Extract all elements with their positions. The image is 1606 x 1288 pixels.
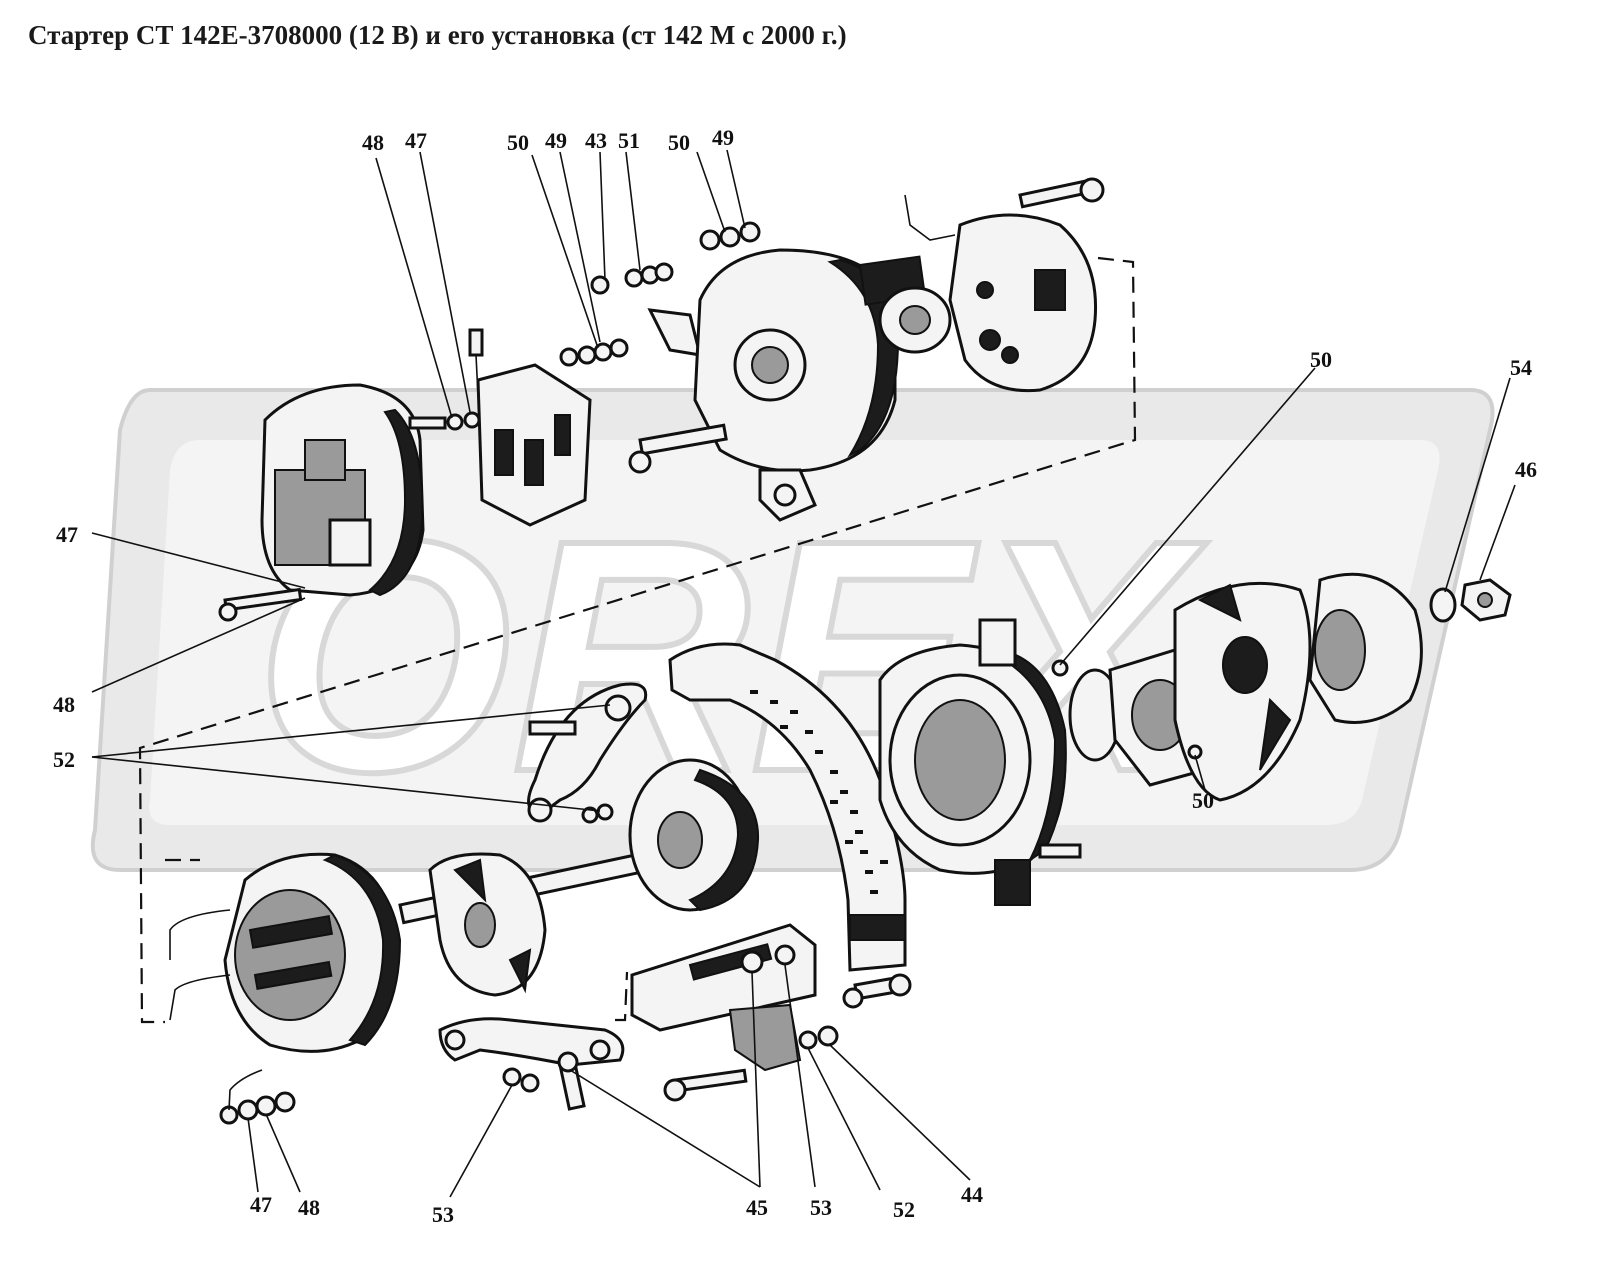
drive-end-shield: [628, 248, 900, 522]
callout-48-top: 48: [362, 130, 384, 155]
callouts: 48 47 50 49 43 51 50 49 50 54 46 47 48 5…: [53, 125, 1537, 1227]
brush-end-cover: [260, 383, 425, 597]
callout-54: 54: [1510, 355, 1532, 380]
callout-43-top: 43: [585, 128, 607, 153]
callout-50-right-lower: 50: [1192, 788, 1214, 813]
callout-47-top: 47: [405, 128, 427, 153]
terminal-block: [630, 923, 817, 1072]
right-shaft-assembly: [1051, 572, 1423, 802]
adjusting-bracket: [438, 1017, 625, 1067]
callout-44: 44: [961, 1182, 983, 1207]
callout-45: 45: [746, 1195, 768, 1220]
callout-52-bottom: 52: [893, 1197, 915, 1222]
callout-53-bottom-b: 53: [810, 1195, 832, 1220]
callout-47-bottom: 47: [250, 1192, 272, 1217]
callout-47-left: 47: [56, 522, 78, 547]
top-left-hardware: [408, 411, 481, 431]
callout-48-bottom: 48: [298, 1195, 320, 1220]
callout-53-bottom-a: 53: [432, 1202, 454, 1227]
assembly-guides: [138, 256, 1137, 1024]
top-bearing: [858, 255, 952, 354]
callout-49-top-b: 49: [712, 125, 734, 150]
shaft-nut-46: [1460, 578, 1512, 622]
callout-50-right-upper: 50: [1310, 347, 1332, 372]
callout-48-left: 48: [53, 692, 75, 717]
spring-washer-54: [1429, 587, 1457, 623]
callout-49-top-a: 49: [545, 128, 567, 153]
claw-pole: [428, 852, 547, 997]
top-small-hardware: [559, 221, 761, 367]
leader-lines: [91, 149, 1516, 1198]
callout-50-top-b: 50: [668, 130, 690, 155]
bottom-left-hardware: [219, 1069, 296, 1125]
callout-50-top-a: 50: [507, 130, 529, 155]
brush-holder: [468, 328, 592, 527]
left-screw: [218, 587, 303, 622]
page-title: Стартер СТ 142Е-3708000 (12 В) и его уст…: [28, 20, 847, 50]
mounting-strap: [668, 642, 907, 972]
top-right-plate: [904, 177, 1105, 393]
rear-housing: [169, 852, 402, 1053]
callout-46: 46: [1515, 457, 1537, 482]
callout-51-top: 51: [618, 128, 640, 153]
stator-housing: [878, 618, 1082, 906]
callout-52-left: 52: [53, 747, 75, 772]
bottom-bolts: [502, 973, 912, 1111]
